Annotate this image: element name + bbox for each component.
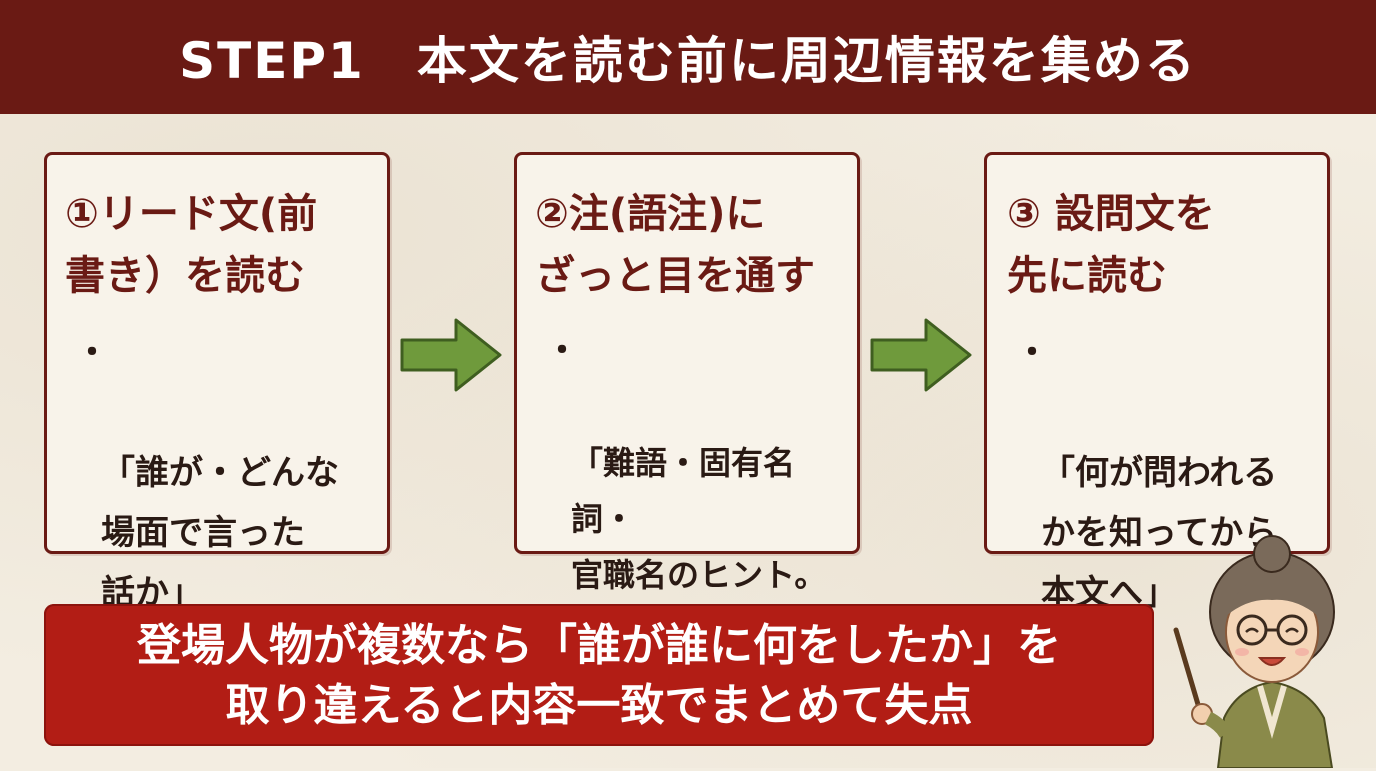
bullet-icon: ・: [545, 331, 579, 371]
step-card-3: ③ 設問文を 先に読む ・ 「何が問われる かを知ってから 本文へ」: [984, 152, 1330, 613]
step-card-1-body: ・ 「誰が・どんな 場面で言った 話か」: [75, 323, 377, 683]
teacher-illustration: [1173, 535, 1335, 768]
bullet-icon: ・: [1015, 333, 1049, 373]
warning-banner-text: 登場人物が複数なら「誰が誰に何をしたか」を 取り違えると内容一致でまとめて失点: [137, 620, 1061, 731]
right-arrow-icon: [870, 318, 972, 392]
header-bar: STEP1 本文を読む前に周辺情報を集める: [0, 0, 1376, 114]
right-arrow-icon: [400, 318, 502, 392]
step-card-2-title: ②注(語注)に ざっと目を通す: [535, 191, 815, 299]
step-card-1-text: 「誰が・どんな 場面で言った 話か」: [101, 453, 339, 613]
warning-banner: 登場人物が複数なら「誰が誰に何をしたか」を 取り違えると内容一致でまとめて失点: [44, 604, 1154, 746]
step-card-2: ②注(語注)に ざっと目を通す ・ 「難語・固有名詞・ 官職名のヒント。 注は出…: [514, 152, 860, 706]
bullet-icon: ・: [75, 333, 109, 373]
step-card-1-title: ①リード文(前 書き）を読む: [65, 191, 318, 299]
step-card-1: ①リード文(前 書き）を読む ・ 「誰が・どんな 場面で言った 話か」: [44, 152, 390, 613]
step-card-3-title: ③ 設問文を 先に読む: [1007, 191, 1215, 299]
page-title: STEP1 本文を読む前に周辺情報を集める: [179, 32, 1197, 90]
